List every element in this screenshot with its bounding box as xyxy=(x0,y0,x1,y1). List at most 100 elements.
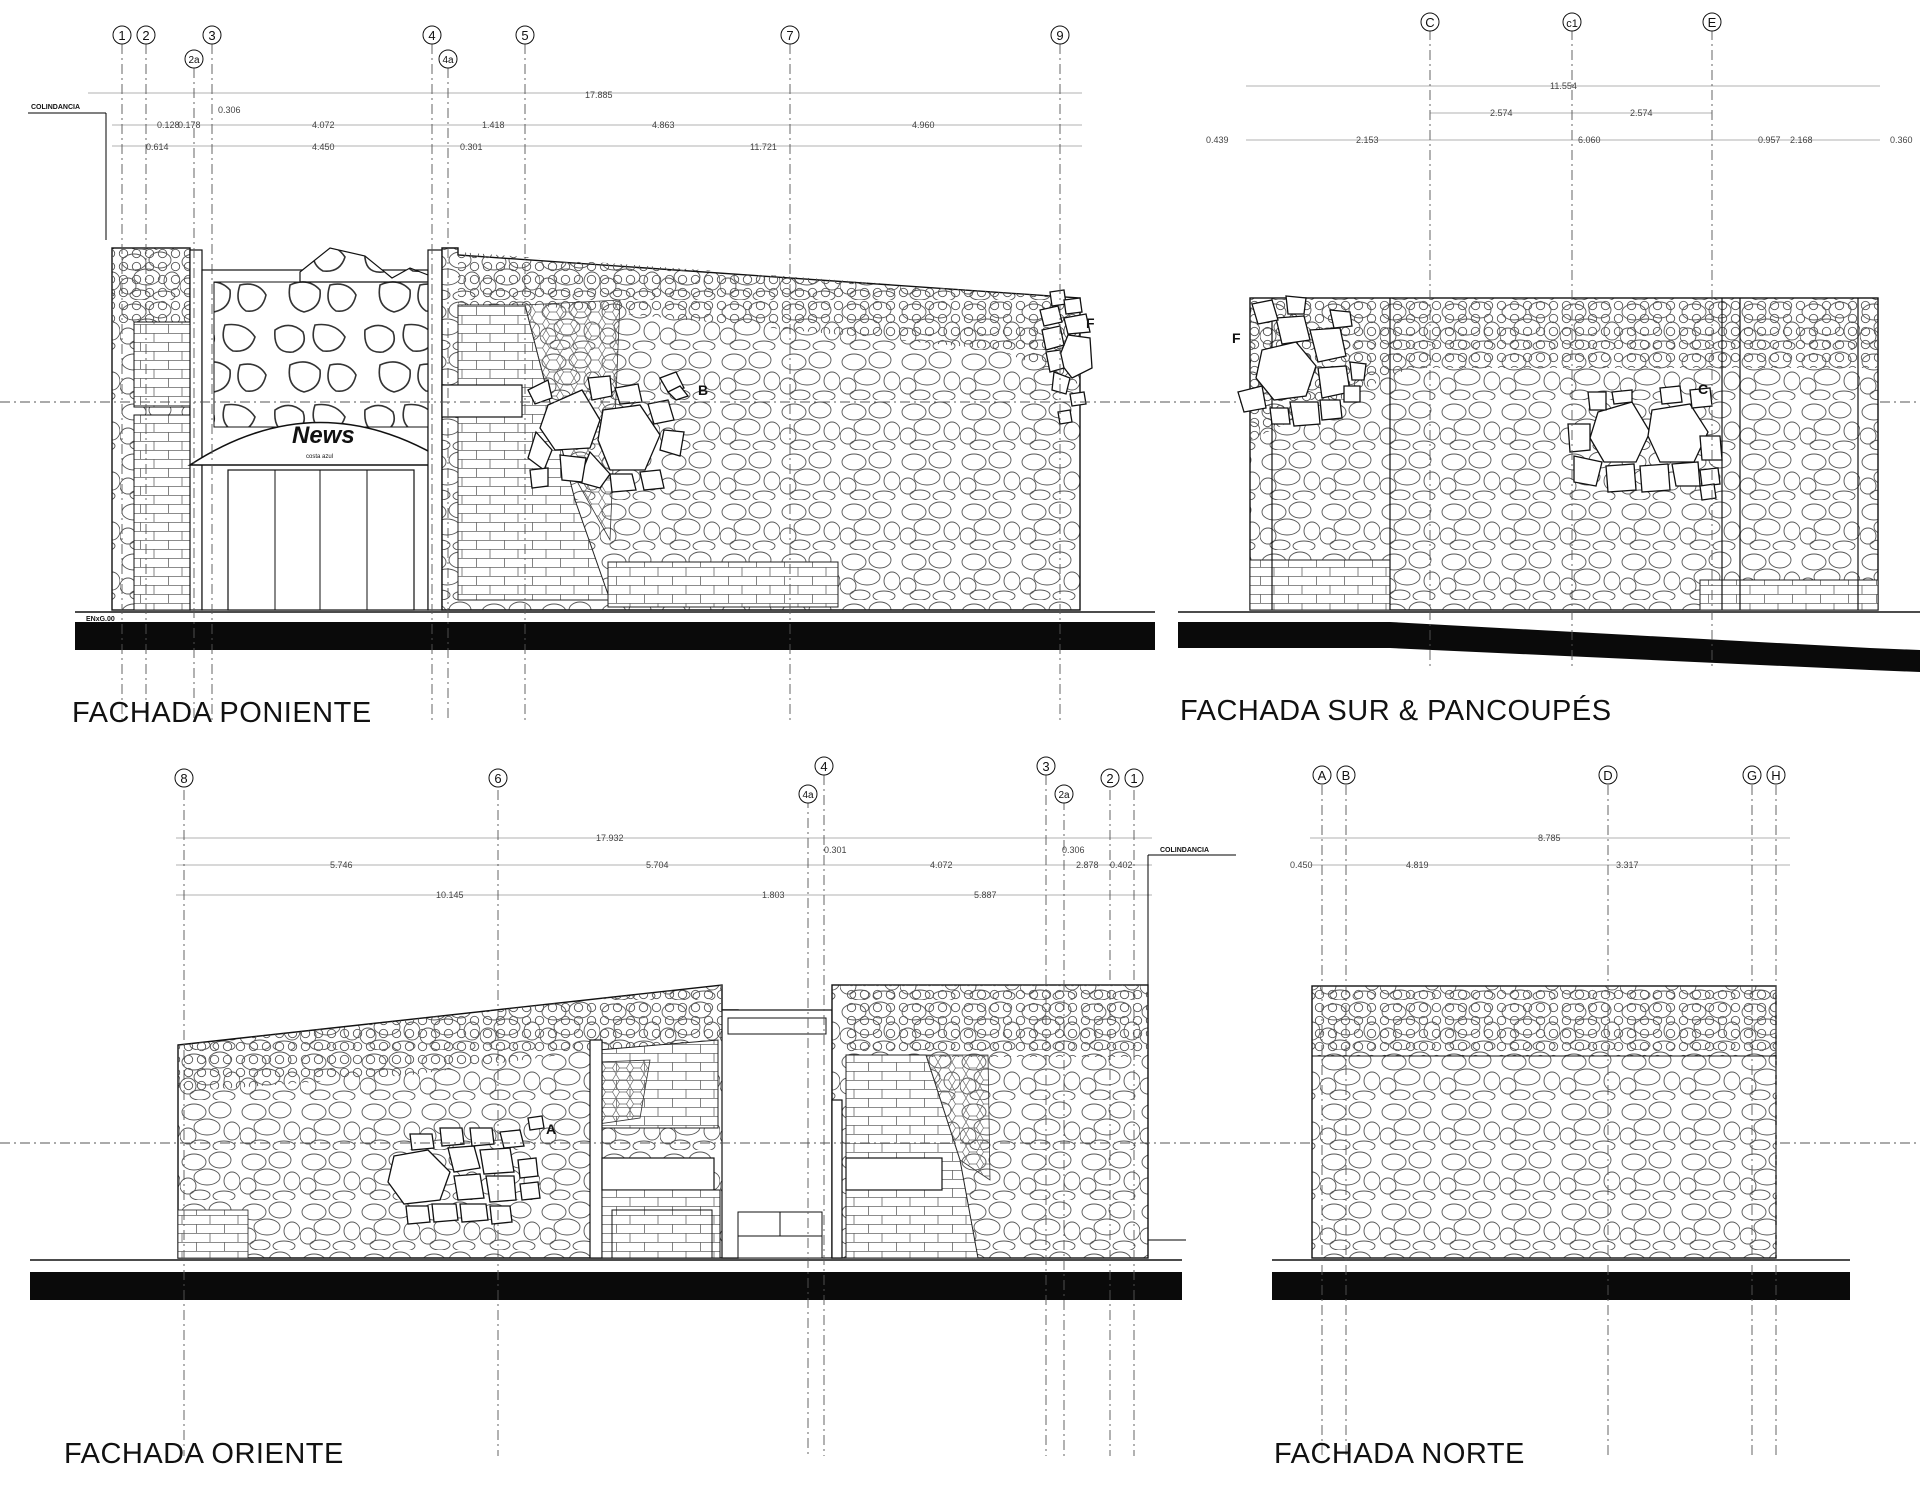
axis-bubble: 1 xyxy=(112,25,132,45)
dim: 11.721 xyxy=(750,142,777,152)
axis-bubble: 4 xyxy=(814,756,834,776)
rock-panel xyxy=(213,281,429,428)
dim: 4.863 xyxy=(652,120,675,130)
dim: 0.301 xyxy=(824,845,847,855)
stone-cluster-f-sur xyxy=(1237,295,1367,427)
dim: 4.072 xyxy=(930,860,953,870)
svg-text:B: B xyxy=(1342,768,1351,783)
axis-bubble: H xyxy=(1766,765,1786,785)
ground-slab-sur xyxy=(1178,622,1920,672)
svg-text:4: 4 xyxy=(428,28,435,43)
svg-text:9: 9 xyxy=(1056,28,1063,43)
dim: 2.878 xyxy=(1076,860,1099,870)
dim: 1.418 xyxy=(482,120,505,130)
svg-text:2: 2 xyxy=(1106,771,1113,786)
dim-total: 17.885 xyxy=(585,90,613,100)
wall-niche xyxy=(845,1157,943,1191)
dim: 2.153 xyxy=(1356,135,1379,145)
svg-text:2: 2 xyxy=(142,28,149,43)
axis-grid-sur xyxy=(1429,30,1713,670)
axis-bubble: 5 xyxy=(515,25,535,45)
dim: 10.145 xyxy=(436,890,464,900)
entrance-lintel xyxy=(727,1017,827,1035)
axis-bubble: 4a xyxy=(438,49,458,69)
axis-grid-oriente xyxy=(0,775,1920,1456)
colindancia-label: COLINDANCIA xyxy=(1160,847,1209,854)
axis-bubble: 8 xyxy=(174,768,194,788)
dim-total: 8.785 xyxy=(1538,833,1561,843)
wall-dotted-band xyxy=(458,252,1080,385)
dim: 0.450 xyxy=(1290,860,1313,870)
rock-crown xyxy=(299,247,429,283)
south-wall-dotted-band xyxy=(1250,298,1878,368)
svg-text:7: 7 xyxy=(786,28,793,43)
dim: 0.439 xyxy=(1206,135,1229,145)
dim: 4.072 xyxy=(312,120,335,130)
svg-text:C: C xyxy=(1425,15,1434,30)
dim: 5.887 xyxy=(974,890,997,900)
dim-total: 17.932 xyxy=(596,833,624,843)
axis-bubble: E xyxy=(1702,12,1722,32)
title-poniente: FACHADA PONIENTE xyxy=(72,697,372,729)
dim: 6.060 xyxy=(1578,135,1601,145)
ground-slab xyxy=(75,622,1155,650)
stone-cluster-b xyxy=(527,371,690,493)
axis-bubbles-poniente: 1 2 2a 3 4 4a 5 7 9 xyxy=(112,25,1070,69)
axis-bubble: c1 xyxy=(1562,12,1582,32)
axis-bubble: 1 xyxy=(1124,768,1144,788)
column xyxy=(427,249,443,611)
dim: 2.574 xyxy=(1490,108,1513,118)
svg-text:4a: 4a xyxy=(442,55,454,66)
level-label: ENxG.00 xyxy=(86,616,115,623)
axis-bubble: 4a xyxy=(798,784,818,804)
axis-grid-poniente xyxy=(0,44,1920,722)
dim: 4.450 xyxy=(312,142,335,152)
callout-b: B xyxy=(698,382,708,398)
dim: 0.360 xyxy=(1890,135,1913,145)
logo-sub: costa azul xyxy=(306,454,333,460)
left-pier-top xyxy=(112,248,190,323)
east-right-dotted-band xyxy=(846,985,1148,1057)
svg-text:D: D xyxy=(1603,768,1612,783)
svg-text:c1: c1 xyxy=(1566,18,1578,30)
axis-bubble: A xyxy=(1312,765,1332,785)
ground-slab xyxy=(30,1272,1182,1300)
dim: 5.746 xyxy=(330,860,353,870)
svg-text:G: G xyxy=(1747,768,1757,783)
dim: 4.960 xyxy=(912,120,935,130)
east-brick-lower xyxy=(611,1209,713,1259)
left-pier-brick xyxy=(133,321,191,408)
axis-bubble: G xyxy=(1742,765,1762,785)
stone-cluster-f xyxy=(1039,289,1093,425)
colindancia-label: COLINDANCIA xyxy=(31,104,80,111)
svg-text:3: 3 xyxy=(208,28,215,43)
svg-text:3: 3 xyxy=(1042,759,1049,774)
column xyxy=(831,1099,843,1259)
svg-text:5: 5 xyxy=(521,28,528,43)
svg-text:4a: 4a xyxy=(802,790,814,801)
callout-c: C xyxy=(1698,381,1708,397)
stone-cluster-c xyxy=(1567,385,1723,501)
dim: 0.178 xyxy=(178,120,201,130)
north-wall-dotted-band xyxy=(1311,985,1777,1057)
axis-bubble: 7 xyxy=(780,25,800,45)
elevation-oriente: 17.932 0.301 0.306 5.746 5.704 4.072 2.8… xyxy=(0,756,1920,1470)
wall-niche xyxy=(601,1157,715,1191)
dim: 0.301 xyxy=(460,142,483,152)
axis-bubble: 2 xyxy=(136,25,156,45)
svg-text:H: H xyxy=(1771,768,1780,783)
dim: 4.819 xyxy=(1406,860,1429,870)
axis-bubbles-oriente: 8 6 4 4a 3 2a 2 1 xyxy=(174,756,1144,804)
title-oriente: FACHADA ORIENTE xyxy=(64,1438,344,1470)
axis-grid-norte xyxy=(1321,785,1777,1456)
axis-bubble: 2a xyxy=(1054,784,1074,804)
east-right-brick xyxy=(845,1054,979,1259)
column xyxy=(589,1039,603,1259)
dim: 3.317 xyxy=(1616,860,1639,870)
dim: 0.306 xyxy=(218,105,241,115)
wall-niche xyxy=(441,384,523,418)
dim: 1.803 xyxy=(762,890,785,900)
axis-bubble: 3 xyxy=(202,25,222,45)
axis-bubbles-sur: C c1 E xyxy=(1420,12,1722,32)
